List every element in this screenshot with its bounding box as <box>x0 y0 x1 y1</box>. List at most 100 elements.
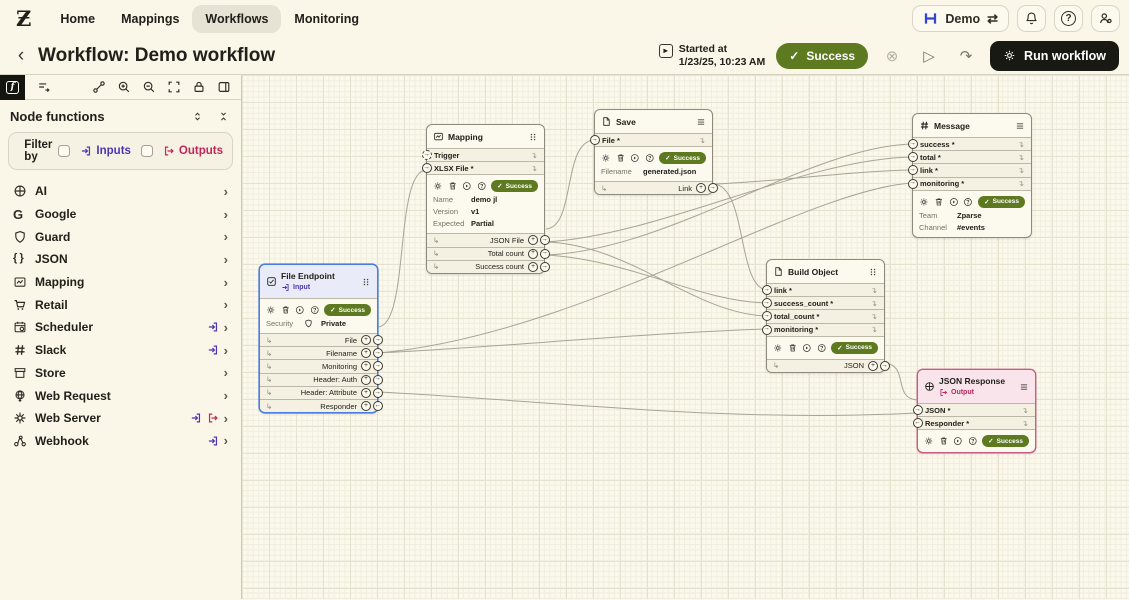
output-port[interactable]: → <box>539 235 550 246</box>
trash-icon[interactable] <box>934 197 944 207</box>
category-web-server[interactable]: Web Server › <box>7 407 234 430</box>
nav-item-monitoring[interactable]: Monitoring <box>294 11 359 26</box>
node-build-object[interactable]: Build Object → link * ↴ → success_count … <box>761 259 890 373</box>
help-button[interactable]: ? <box>1054 5 1083 32</box>
add-port[interactable]: + <box>361 348 371 359</box>
help-circle-icon[interactable] <box>477 181 487 191</box>
input-port[interactable]: → <box>421 150 432 161</box>
add-port[interactable]: + <box>361 335 371 346</box>
trash-icon[interactable] <box>616 153 626 163</box>
category-json[interactable]: { } JSON › <box>13 251 228 267</box>
gear-icon[interactable] <box>924 436 934 446</box>
nav-item-mappings[interactable]: Mappings <box>121 11 180 26</box>
play-circle-icon[interactable] <box>462 181 472 191</box>
help-circle-icon[interactable] <box>963 197 973 207</box>
zoom-in-button[interactable] <box>111 77 136 98</box>
add-port[interactable]: + <box>361 401 371 412</box>
workflow-canvas[interactable]: Mapping → Trigger ↴ → XLSX File * ↴ ✓S <box>242 75 1129 599</box>
outputs-checkbox[interactable] <box>140 145 153 157</box>
node-file-endpoint[interactable]: File Endpoint Input ✓Success S <box>259 264 383 414</box>
stop-run-button[interactable]: ⊗ <box>885 47 899 65</box>
node-header[interactable]: File Endpoint Input <box>260 265 377 298</box>
output-port[interactable]: → <box>372 374 383 385</box>
play-circle-icon[interactable] <box>295 305 305 315</box>
category-mapping[interactable]: Mapping › <box>7 271 234 294</box>
menu-handle-icon[interactable] <box>696 117 706 127</box>
functions-toggle-button[interactable]: f <box>0 74 25 100</box>
add-port[interactable]: + <box>528 248 538 259</box>
play-circle-icon[interactable] <box>630 153 640 163</box>
input-port[interactable]: → <box>761 285 772 296</box>
input-port[interactable]: → <box>589 135 600 146</box>
play-circle-icon[interactable] <box>953 436 963 446</box>
output-port[interactable]: → <box>372 361 383 372</box>
output-port[interactable]: → <box>372 335 383 346</box>
input-port[interactable]: → <box>907 139 918 150</box>
responder-port[interactable]: ← <box>372 401 383 412</box>
sort-icon[interactable] <box>192 111 203 122</box>
node-header[interactable]: JSON Response Output <box>918 370 1035 403</box>
inputs-filter[interactable]: Inputs <box>80 145 131 157</box>
input-port[interactable]: → <box>912 405 923 416</box>
input-port[interactable]: → <box>907 152 918 163</box>
auto-connect-button[interactable] <box>86 77 111 98</box>
category-scheduler[interactable]: Scheduler › <box>7 316 234 339</box>
node-header[interactable]: Mapping <box>427 125 544 148</box>
app-logo[interactable]: Ƶ <box>16 6 32 31</box>
rerun-button[interactable]: ↷ <box>959 47 973 65</box>
inputs-checkbox[interactable] <box>58 145 71 157</box>
notifications-button[interactable] <box>1017 5 1046 32</box>
input-port[interactable]: → <box>761 311 772 322</box>
environment-switcher-button[interactable]: Demo ⇄ <box>912 5 1009 32</box>
category-store[interactable]: Store › <box>7 362 234 385</box>
input-port[interactable]: → <box>907 165 918 176</box>
layout-panel-button[interactable] <box>211 77 236 98</box>
output-port[interactable]: → <box>372 348 383 359</box>
drag-handle-icon[interactable] <box>528 132 538 142</box>
input-port[interactable]: → <box>907 178 918 189</box>
menu-handle-icon[interactable] <box>1019 382 1029 392</box>
add-port[interactable]: + <box>868 360 878 371</box>
add-port[interactable]: + <box>361 374 371 385</box>
trash-icon[interactable] <box>939 436 949 446</box>
node-header[interactable]: Build Object <box>767 260 884 283</box>
add-port[interactable]: + <box>528 261 538 272</box>
node-message[interactable]: Message → success * ↴ → total * ↴ → link… <box>907 113 1032 238</box>
gear-icon[interactable] <box>919 197 929 207</box>
trash-icon[interactable] <box>281 305 291 315</box>
add-port[interactable]: + <box>696 183 706 194</box>
category-guard[interactable]: Guard › <box>7 225 234 248</box>
add-port[interactable]: + <box>361 361 371 372</box>
help-circle-icon[interactable] <box>645 153 655 163</box>
category-google[interactable]: G Google › <box>13 206 228 223</box>
lock-canvas-button[interactable] <box>186 77 211 98</box>
gear-icon[interactable] <box>773 343 783 353</box>
fit-view-button[interactable] <box>161 77 186 98</box>
collapse-all-icon[interactable] <box>218 111 229 122</box>
drag-handle-icon[interactable] <box>361 277 371 287</box>
gear-icon[interactable] <box>601 153 611 163</box>
input-port[interactable]: → <box>421 163 432 174</box>
play-run-button[interactable]: ▷ <box>923 47 935 65</box>
add-port[interactable]: + <box>528 235 538 246</box>
output-port[interactable]: → <box>539 261 550 272</box>
play-circle-icon[interactable] <box>802 343 812 353</box>
output-port[interactable]: → <box>539 248 550 259</box>
play-circle-icon[interactable] <box>949 197 959 207</box>
help-circle-icon[interactable] <box>310 305 320 315</box>
help-circle-icon[interactable] <box>968 436 978 446</box>
trash-icon[interactable] <box>788 343 798 353</box>
zoom-out-button[interactable] <box>136 77 161 98</box>
run-workflow-button[interactable]: Run workflow <box>990 40 1119 71</box>
nav-item-home[interactable]: Home <box>60 11 96 26</box>
account-button[interactable] <box>1091 5 1120 32</box>
category-ai[interactable]: AI › <box>7 180 234 203</box>
node-header[interactable]: Save <box>595 110 712 133</box>
input-port[interactable]: → <box>761 324 772 335</box>
category-web-request[interactable]: Web Request › <box>7 384 234 407</box>
node-header[interactable]: Message <box>913 114 1031 137</box>
category-webhook[interactable]: Webhook › <box>7 430 234 453</box>
menu-handle-icon[interactable] <box>1015 121 1025 131</box>
node-mapping[interactable]: Mapping → Trigger ↴ → XLSX File * ↴ ✓S <box>421 124 550 274</box>
responder-port[interactable]: ← <box>912 418 923 429</box>
